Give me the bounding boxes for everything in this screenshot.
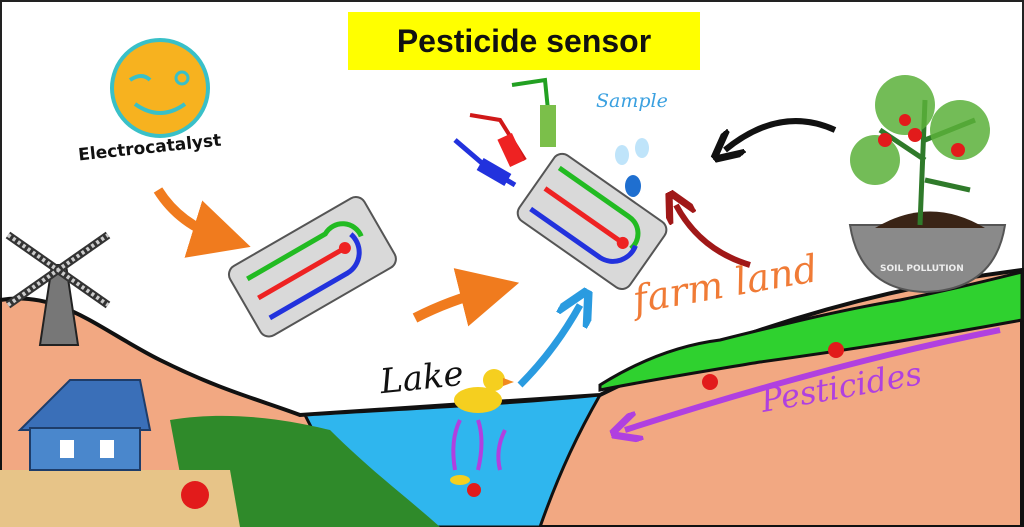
sample-label: Sample	[596, 90, 668, 112]
electrode-clips	[453, 77, 556, 188]
arrow-farm-to-sensor	[676, 205, 751, 268]
rooster-icon	[181, 481, 209, 509]
arrow-to-electrode	[153, 187, 251, 258]
pesticide-arrow	[625, 327, 1001, 430]
pesticide-dot	[828, 342, 844, 358]
page-title: Pesticide sensor	[348, 12, 700, 70]
fish-icon	[450, 475, 470, 485]
connected-sensor-icon	[516, 152, 668, 290]
duck-icon	[454, 369, 514, 413]
soil-pollution-label: SOIL POLLUTION	[880, 264, 964, 274]
pesticide-dot	[467, 483, 481, 497]
windmill-icon	[5, 231, 111, 346]
lake-plants	[451, 419, 507, 471]
tomato-plant-pot-icon	[848, 75, 1007, 294]
farm-land-strip	[598, 270, 1024, 392]
arrow-lake-to-sensor	[517, 305, 580, 388]
arrow-plant-to-sensor	[725, 118, 837, 150]
crop-field	[170, 415, 440, 527]
pesticide-dot	[702, 374, 718, 390]
sample-drops-icon	[615, 138, 649, 197]
yard	[0, 470, 240, 527]
printed-electrode-icon	[227, 196, 397, 338]
arrow-to-sensor	[412, 268, 520, 327]
house-icon	[17, 379, 152, 471]
electrocatalyst-smiley-icon	[110, 38, 210, 138]
